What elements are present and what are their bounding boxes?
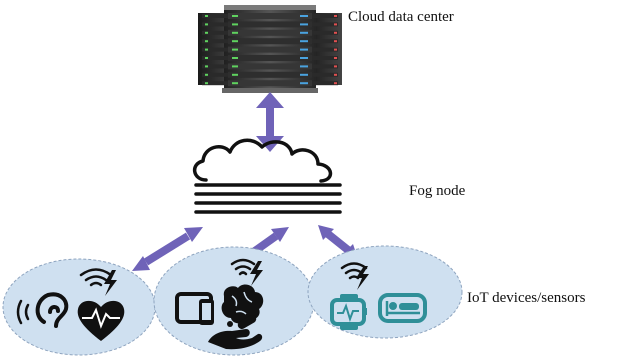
server-led [232, 82, 238, 85]
server-side-slot [202, 64, 228, 69]
server-slot [228, 29, 312, 36]
cloud-data-center-label: Cloud data center [348, 9, 454, 25]
wifi-icon [79, 268, 113, 287]
server-rack-icon [198, 5, 342, 93]
server-slot [228, 55, 312, 61]
server-led [334, 31, 337, 34]
fog-node-label: Fog node [409, 183, 466, 199]
fog-node-icon [193, 138, 342, 214]
server-side-slot [202, 30, 228, 35]
server-led [300, 23, 308, 26]
server-side-slot [202, 14, 228, 18]
server-led [232, 23, 238, 26]
server-side-slot [202, 47, 228, 52]
device-group-bubble [307, 245, 463, 339]
server-side-slot [202, 39, 228, 44]
server-led [300, 40, 308, 43]
server-slot [228, 63, 312, 70]
tablet-phone-icon [175, 292, 214, 325]
heart-rate-icon [77, 300, 125, 341]
server-side-slot [312, 14, 338, 18]
fog-device-link-arrow-left [132, 227, 203, 271]
server-led [205, 65, 208, 68]
server-side-slot [312, 72, 338, 77]
server-led [334, 15, 337, 17]
server-led [300, 57, 308, 59]
server-slot [228, 21, 312, 28]
server-side-slot [312, 47, 338, 52]
iot-devices-label: IoT devices/sensors [467, 290, 586, 306]
server-led [300, 48, 308, 51]
server-side-slot [312, 81, 338, 86]
smartwatch-icon [330, 294, 367, 330]
server-led [334, 82, 337, 85]
server-led [232, 31, 238, 34]
server-led [205, 73, 208, 76]
server-led [205, 48, 208, 51]
server-led [334, 23, 337, 26]
hearing-aid-icon [16, 292, 69, 328]
hospital-bed-icon [378, 293, 427, 323]
server-led [205, 40, 208, 43]
server-led [300, 82, 308, 85]
server-slot [228, 13, 312, 19]
server-slot [228, 38, 312, 45]
server-led [334, 40, 337, 43]
server-side-slot [312, 64, 338, 69]
server-led [300, 31, 308, 34]
server-led [205, 15, 208, 17]
server-led [205, 57, 208, 59]
server-led [232, 73, 238, 76]
server-led [205, 31, 208, 34]
server-side-slot [312, 56, 338, 60]
server-led [232, 57, 238, 59]
server-side-slot [312, 30, 338, 35]
server-led [300, 73, 308, 76]
server-led [334, 65, 337, 68]
server-led [334, 73, 337, 76]
server-led [334, 48, 337, 51]
server-led [205, 23, 208, 26]
server-led [232, 65, 238, 68]
lightning-icon [250, 261, 263, 286]
server-led [205, 82, 208, 85]
server-side-slot [312, 22, 338, 27]
server-slot [228, 80, 312, 87]
server-led [232, 48, 238, 51]
lightning-icon [104, 270, 117, 296]
server-led [300, 65, 308, 68]
server-led [334, 57, 337, 59]
pill-hand-icon [208, 315, 263, 350]
server-side-slot [202, 72, 228, 77]
server-side-slot [202, 56, 228, 60]
server-slot [228, 46, 312, 53]
server-side-slot [312, 39, 338, 44]
server-side-slot [202, 22, 228, 27]
wifi-icon [230, 258, 256, 276]
server-slot [228, 71, 312, 78]
lightning-icon [356, 266, 369, 290]
server-led [300, 15, 308, 17]
server-side-slot [202, 81, 228, 86]
server-led [232, 15, 238, 17]
server-led [232, 40, 238, 43]
